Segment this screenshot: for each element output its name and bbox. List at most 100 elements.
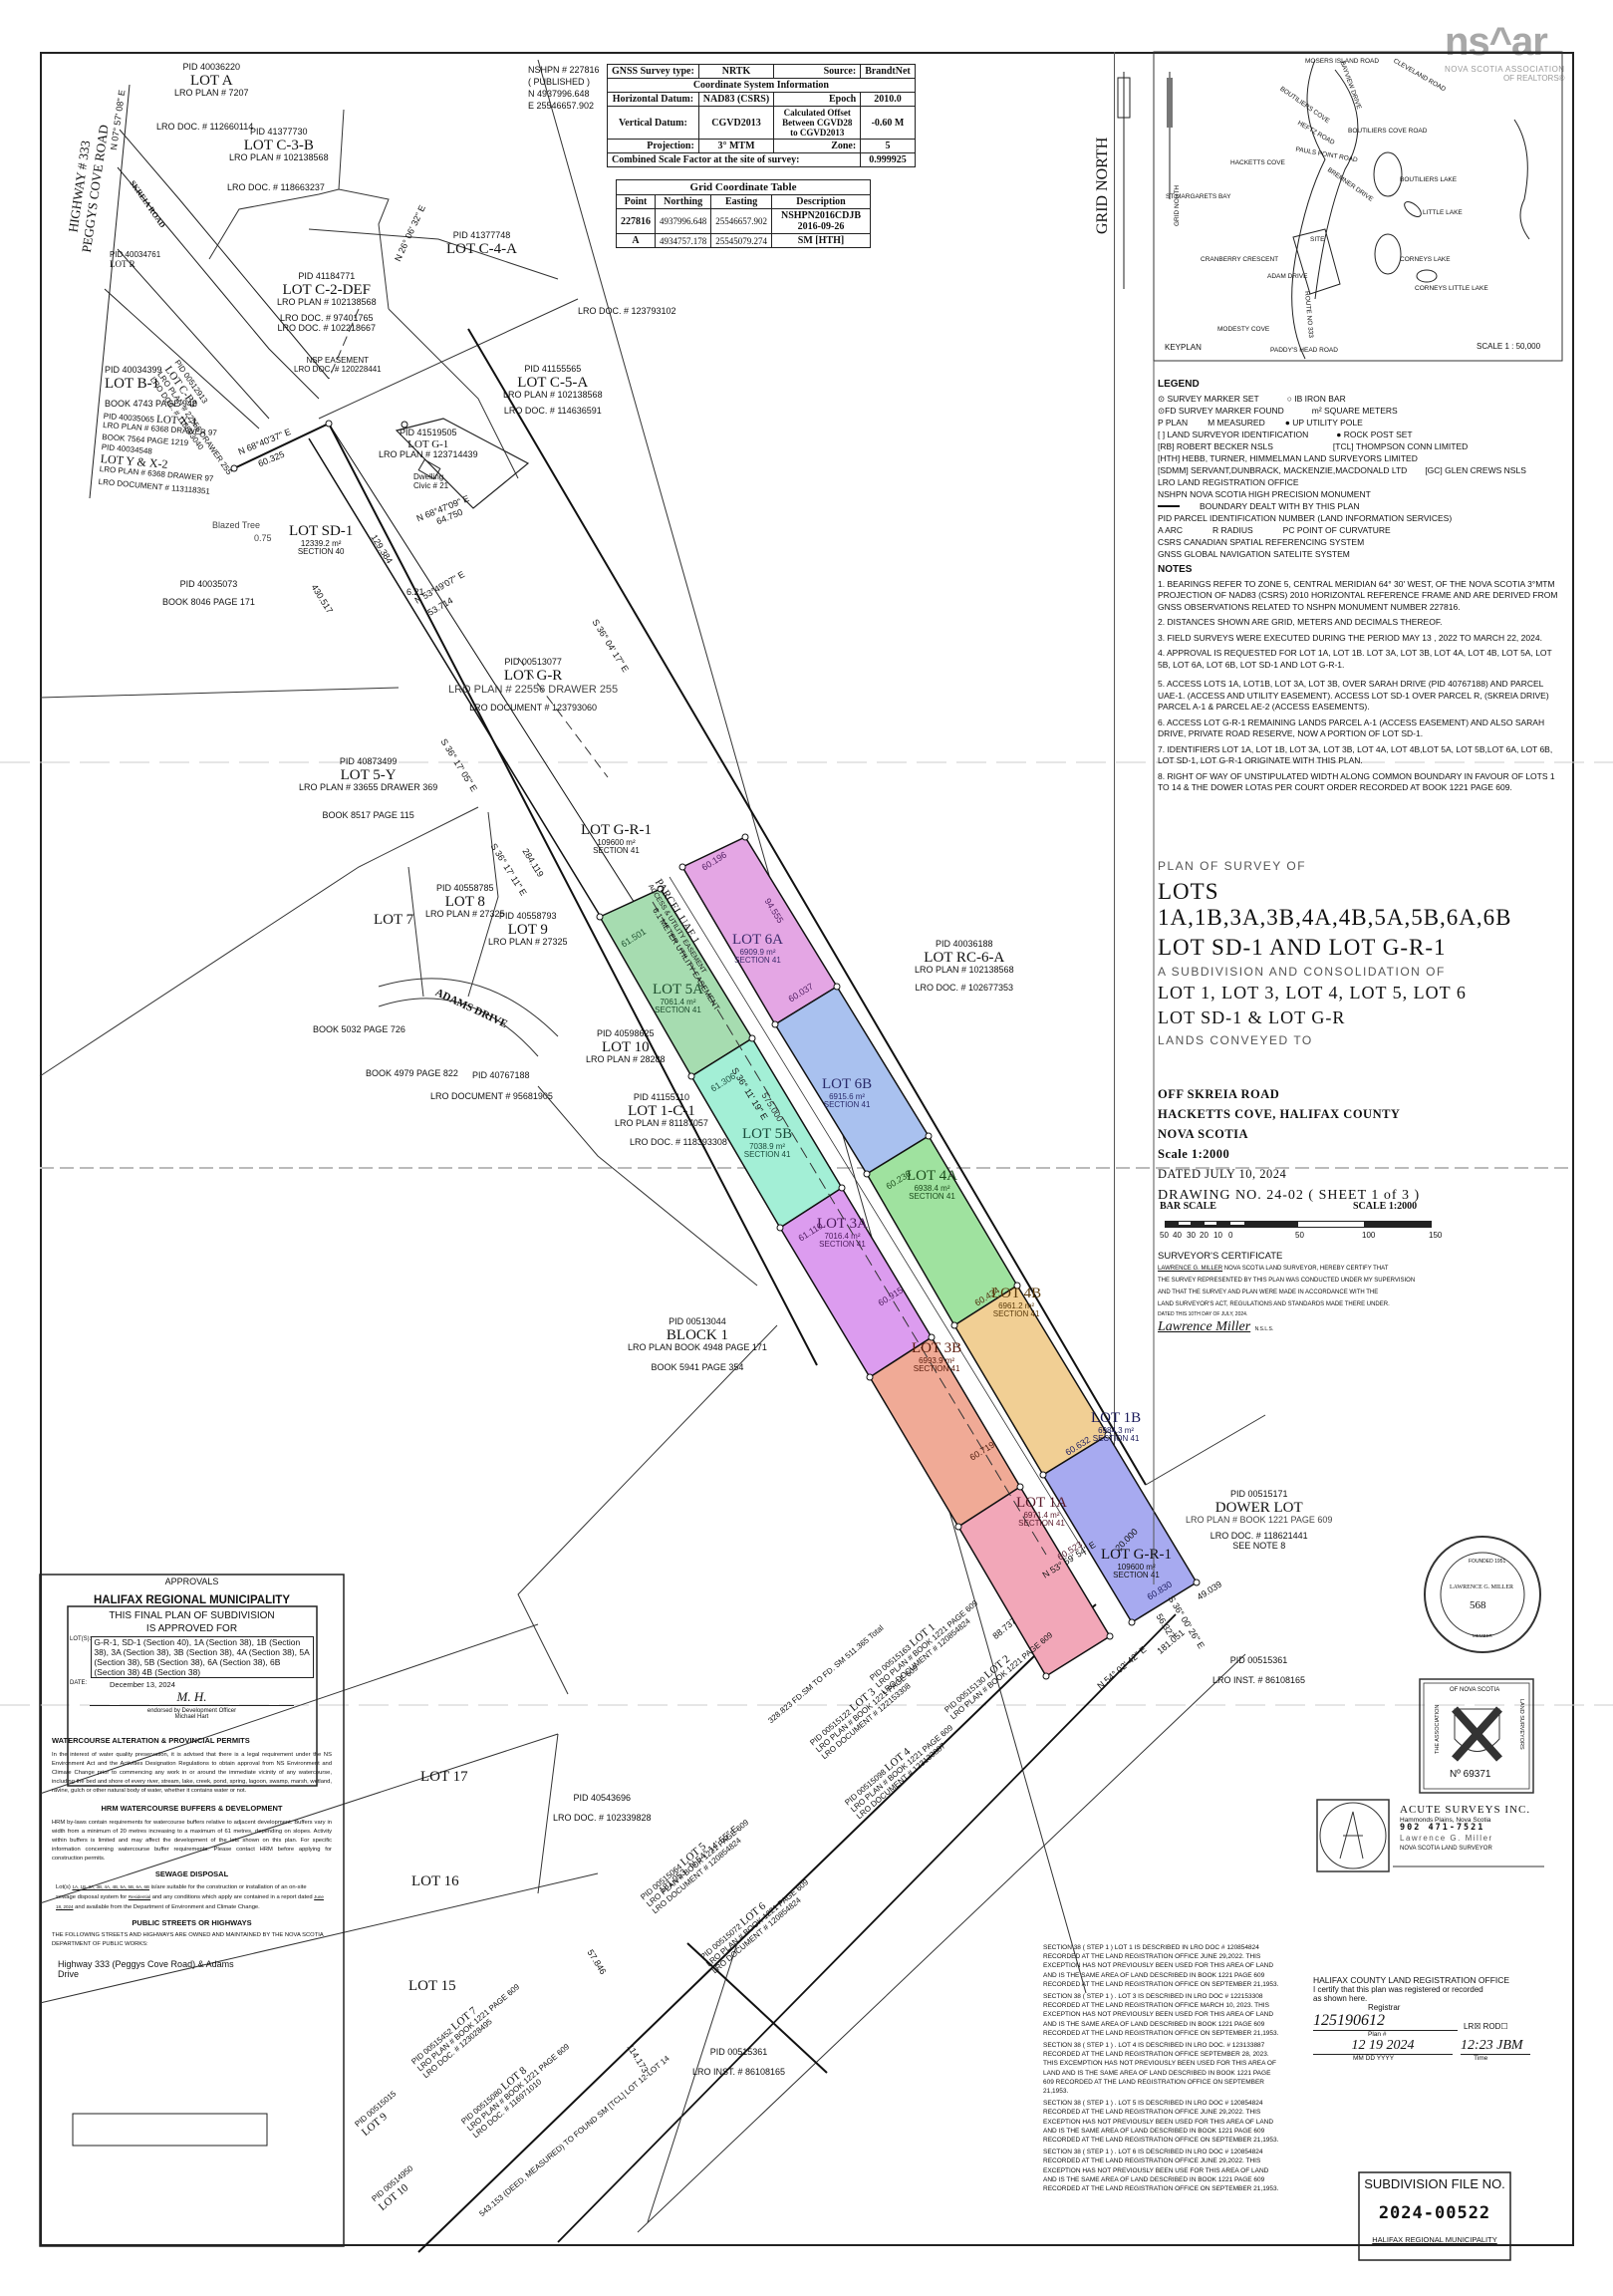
keyplan-place: CLEVELAND ROAD (1392, 57, 1448, 94)
lot-3b-label: LOT 3B 6993.9 m² SECTION 41 (912, 1340, 961, 1374)
legend-item: P PLAN (1158, 418, 1189, 428)
lot-area: 7016.4 m² (824, 1231, 861, 1241)
keyplan-place: MODESTY COVE (1217, 326, 1270, 333)
legend-item: [GC] GLEN CREWS NSLS (1425, 465, 1526, 475)
dower-lot-label: PID 00515171 DOWER LOT LRO PLAN # BOOK 1… (1186, 1489, 1332, 1552)
keyplan-place: HEFTZ ROAD (1296, 120, 1336, 146)
dwelling: Dwelling (413, 472, 444, 481)
lot-section: SECTION 41 (992, 1309, 1040, 1319)
coord-system-header: Coordinate System Information (692, 80, 829, 91)
lro-plan: LRO PLAN # 27325 (488, 937, 568, 948)
lot-section: SECTION 41 (823, 1100, 871, 1110)
notes: NOTES 1. BEARINGS REFER TO ZONE 5, CENTR… (1158, 564, 1561, 794)
sewage-use: Residential (128, 1894, 151, 1899)
lot-section: SECTION 41 (655, 1005, 701, 1015)
lot-c5a-label: PID 41155565 LOT C-5-A LRO PLAN # 102138… (503, 364, 603, 417)
legend: LEGEND ⊙ SURVEY MARKER SET○ IB IRON BAR … (1158, 379, 1556, 560)
pid: PID 40035073 (179, 579, 238, 589)
lot-name: LOT 1-C-1 (628, 1102, 695, 1119)
notes-title: NOTES (1158, 564, 1193, 575)
pid-40767188: PID 40767188 (472, 1070, 530, 1080)
scale-factor-label: Combined Scale Factor at the site of sur… (612, 154, 800, 165)
pid: PID 40558793 (499, 911, 557, 921)
lro-plan: LRO PLAN # 102138568 (503, 390, 603, 401)
gnss-survey-type: NRTK (721, 66, 751, 77)
legend-item: ○ IB IRON BAR (1286, 394, 1346, 404)
keyplan-place: BOUTILIERS COVE ROAD (1348, 128, 1428, 135)
pid: PID 00515361 (709, 2047, 768, 2057)
legend-item: LRO LAND REGISTRATION OFFICE (1158, 477, 1299, 487)
sewage-report-date: June 18, 2024 (56, 1894, 324, 1909)
grid-table-title: Grid Coordinate Table (689, 181, 797, 193)
lot-area: 109600 m² (1117, 1562, 1156, 1572)
sewage-text-1: is/are suitable for the construction or … (56, 1884, 307, 1900)
grid-cell: 227816 (621, 215, 651, 227)
keyplan-title: KEYPLAN (1165, 343, 1202, 352)
lot-name: LOT 3A (817, 1216, 868, 1232)
table-row: A 4934757.178 25545079.274 SM [HTH] (616, 233, 871, 248)
pid: PID 40034761 (110, 250, 161, 259)
v-datum-label: Vertical Datum: (619, 117, 687, 129)
certificate-date: DATED THIS 10TH DAY OF JULY, 2024. (1158, 1311, 1248, 1317)
lot-1b-label: LOT 1B 6984.3 m² SECTION 41 (1091, 1410, 1141, 1444)
registry-time: 12:23 JBM (1461, 2038, 1530, 2055)
bar-scale-ticks: 50 40 30 20 10 0 50 100 150 (1160, 1231, 1449, 1244)
note-item: 2. DISTANCES SHOWN ARE GRID, METERS AND … (1158, 617, 1443, 627)
nsar-logo-line2: OF REALTORS® (1502, 74, 1565, 83)
section38-item: SECTION 38 ( STEP 1 ) . LOT 5 IS DESCRIB… (1043, 2100, 1279, 2145)
approvals-panel: APPROVALS HALIFAX REGIONAL MUNICIPALITY … (40, 1577, 344, 1981)
bar-tick: 30 (1187, 1231, 1196, 1240)
lot-15-label: LOT 15 (408, 1978, 456, 1994)
book-page: BOOK 8046 PAGE 171 (162, 596, 255, 607)
lot-6b-label: LOT 6B 6915.6 m² SECTION 41 (822, 1076, 872, 1110)
lot-7-label: LOT 7 (374, 912, 414, 928)
lot-10-label: PID 40598625 LOT 10 LRO PLAN # 28288 (586, 1028, 666, 1065)
legend-item: A ARC (1158, 525, 1184, 535)
bar-tick: 0 (1228, 1231, 1233, 1240)
legend-item: CSRS CANADIAN SPATIAL REFERENCING SYSTEM (1158, 537, 1365, 547)
seal-name: LAWRENCE G. MILLER (1450, 1584, 1514, 1590)
approvals-date-label: DATE: (70, 1680, 88, 1686)
legend-item: [RB] ROBERT BECKER NSLS (1158, 441, 1273, 451)
legend-item: PC POINT OF CURVATURE (1282, 525, 1391, 535)
keyplan-place: PADDY'S HEAD ROAD (1270, 347, 1338, 354)
bar-tick: 40 (1173, 1231, 1182, 1240)
nsar-logo-line1: NOVA SCOTIA ASSOCIATION (1445, 65, 1565, 74)
lot-section: SECTION 41 (1113, 1571, 1160, 1580)
sewage-lots: 1A, 1B, 3A, 3B, 4A, 4B, 5A, 5B, 6A, 6B (72, 1884, 149, 1889)
gnss-source: BrandtNet (865, 66, 911, 77)
bar-tick: 20 (1200, 1231, 1209, 1240)
pid: PID 00513044 (669, 1316, 726, 1326)
surveyor-certificate: SURVEYOR'S CERTIFICATE LAWRENCE G. MILLE… (1158, 1251, 1457, 1335)
drawing-number: DRAWING NO. 24-02 ( SHEET 1 of 3 ) (1158, 1188, 1421, 1203)
book-5032: BOOK 5032 PAGE 726 (313, 1024, 405, 1034)
note-item: 4. APPROVAL IS REQUESTED FOR LOT 1A, LOT… (1158, 648, 1552, 670)
approvals-final-plan: THIS FINAL PLAN OF SUBDIVISION (109, 1610, 275, 1621)
epoch: 2010.0 (874, 94, 902, 105)
book-page: BOOK 4743 PAGE 948 (105, 399, 197, 410)
registry-text: I certify that this plan was registered … (1313, 1985, 1483, 1994)
epoch-label: Epoch (828, 94, 857, 105)
pid-515361-label: PID 00515361 LRO INST. # 86108165 (1212, 1655, 1305, 1686)
plan-of-survey-label: PLAN OF SURVEY OF (1158, 859, 1307, 873)
h-datum: NAD83 (CSRS) (702, 94, 770, 105)
keyplan-place: LITTLE LAKE (1423, 209, 1463, 216)
book-page: BOOK 8517 PAGE 115 (322, 810, 414, 821)
pid: PID 41377748 (452, 230, 511, 240)
lot-name: LOT RC-6-A (924, 949, 1005, 966)
lot-section: SECTION 41 (913, 1364, 960, 1374)
plan-title-lots: LOTS 1A,1B,3A,3B,4A,4B,5A,5B,6A,6B (1158, 879, 1512, 930)
book-page: BOOK 5941 PAGE 354 (651, 1362, 744, 1373)
pid: PID 40873499 (339, 756, 398, 766)
boundary-line-icon (1158, 505, 1180, 507)
grid-header-easting: Easting (725, 196, 758, 207)
lot-rc6a-label: PID 40036188 LOT RC-6-A LRO PLAN # 10213… (915, 939, 1014, 994)
lot-1c1-label: PID 41155110 LOT 1-C-1 LRO PLAN # 811870… (615, 1092, 708, 1129)
lro-plan: LRO PLAN # 102138568 (229, 152, 329, 163)
pid: PID 40034399 (105, 365, 162, 375)
stamp-right: LAND SURVEYORS (1518, 1699, 1524, 1750)
lot-a-label: PID 40036220 LOT A LRO PLAN # 7207 (174, 62, 249, 99)
legend-item: M MEASURED (1208, 418, 1265, 428)
lro-plan: LRO PLAN # 33655 DRAWER 369 (299, 782, 438, 793)
legend-item: ● ROCK POST SET (1336, 430, 1413, 439)
